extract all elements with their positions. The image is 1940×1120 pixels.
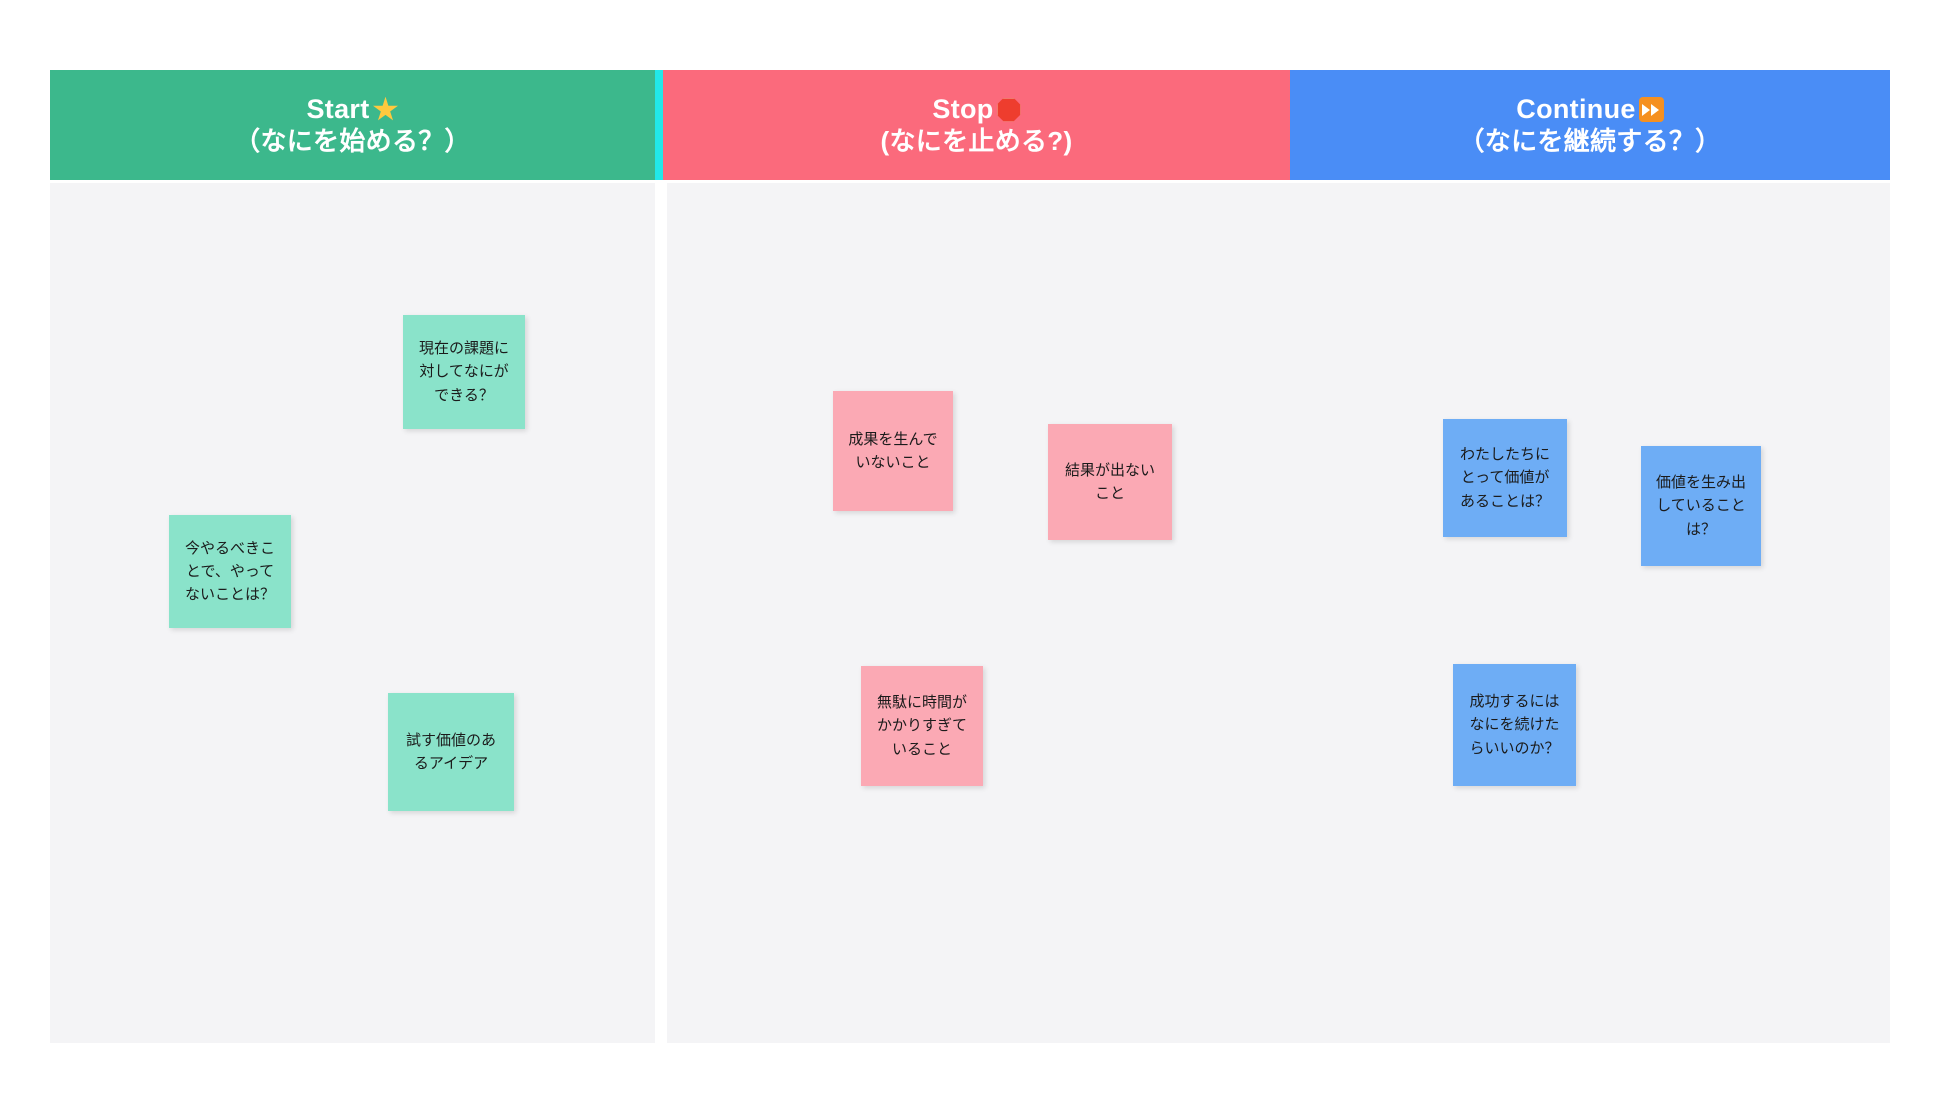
column-subtitle-stop: (なにを止める?)	[880, 125, 1073, 156]
header-divider	[655, 70, 663, 180]
column-header-start[interactable]: Start （なにを始める？）	[50, 70, 655, 180]
column-header-continue[interactable]: Continue （なにを継続する？）	[1290, 70, 1890, 180]
canvas-stop-continue[interactable]	[667, 183, 1890, 1043]
fast-forward-icon	[1638, 97, 1664, 123]
sticky-note[interactable]: 価値を生み出していることは？	[1641, 446, 1761, 566]
sticky-note[interactable]: 現在の課題に対してなにができる？	[403, 315, 525, 429]
column-subtitle-start: （なにを始める？）	[234, 125, 471, 156]
canvas-start-column[interactable]	[50, 183, 655, 1043]
star-icon	[373, 96, 398, 121]
column-header-stop[interactable]: Stop (なにを止める?)	[663, 70, 1290, 180]
sticky-note[interactable]: 今やるべきことで、やってないことは？	[169, 515, 291, 628]
sticky-note[interactable]: 成果を生んでいないこと	[833, 391, 953, 511]
column-title-continue: Continue	[1516, 93, 1636, 124]
column-title-start: Start	[306, 93, 370, 124]
sticky-note[interactable]: 結果が出ないこと	[1048, 424, 1172, 540]
column-header-row: Start （なにを始める？） Stop (なにを止める?) Continue …	[50, 70, 1890, 180]
sticky-note[interactable]: 試す価値のあるアイデア	[388, 693, 514, 811]
column-title-start-line: Start	[306, 94, 398, 126]
sticky-note[interactable]: わたしたちにとって価値があることは？	[1443, 419, 1567, 537]
column-title-stop: Stop	[932, 93, 994, 124]
column-subtitle-continue: （なにを継続する？）	[1458, 125, 1722, 156]
sticky-note[interactable]: 無駄に時間がかかりすぎていること	[861, 666, 983, 786]
column-title-continue-line: Continue	[1516, 93, 1664, 126]
column-title-stop-line: Stop	[932, 93, 1021, 126]
stop-sign-icon	[996, 97, 1021, 122]
sticky-note[interactable]: 成功するにはなにを続けたらいいのか？	[1453, 664, 1576, 786]
